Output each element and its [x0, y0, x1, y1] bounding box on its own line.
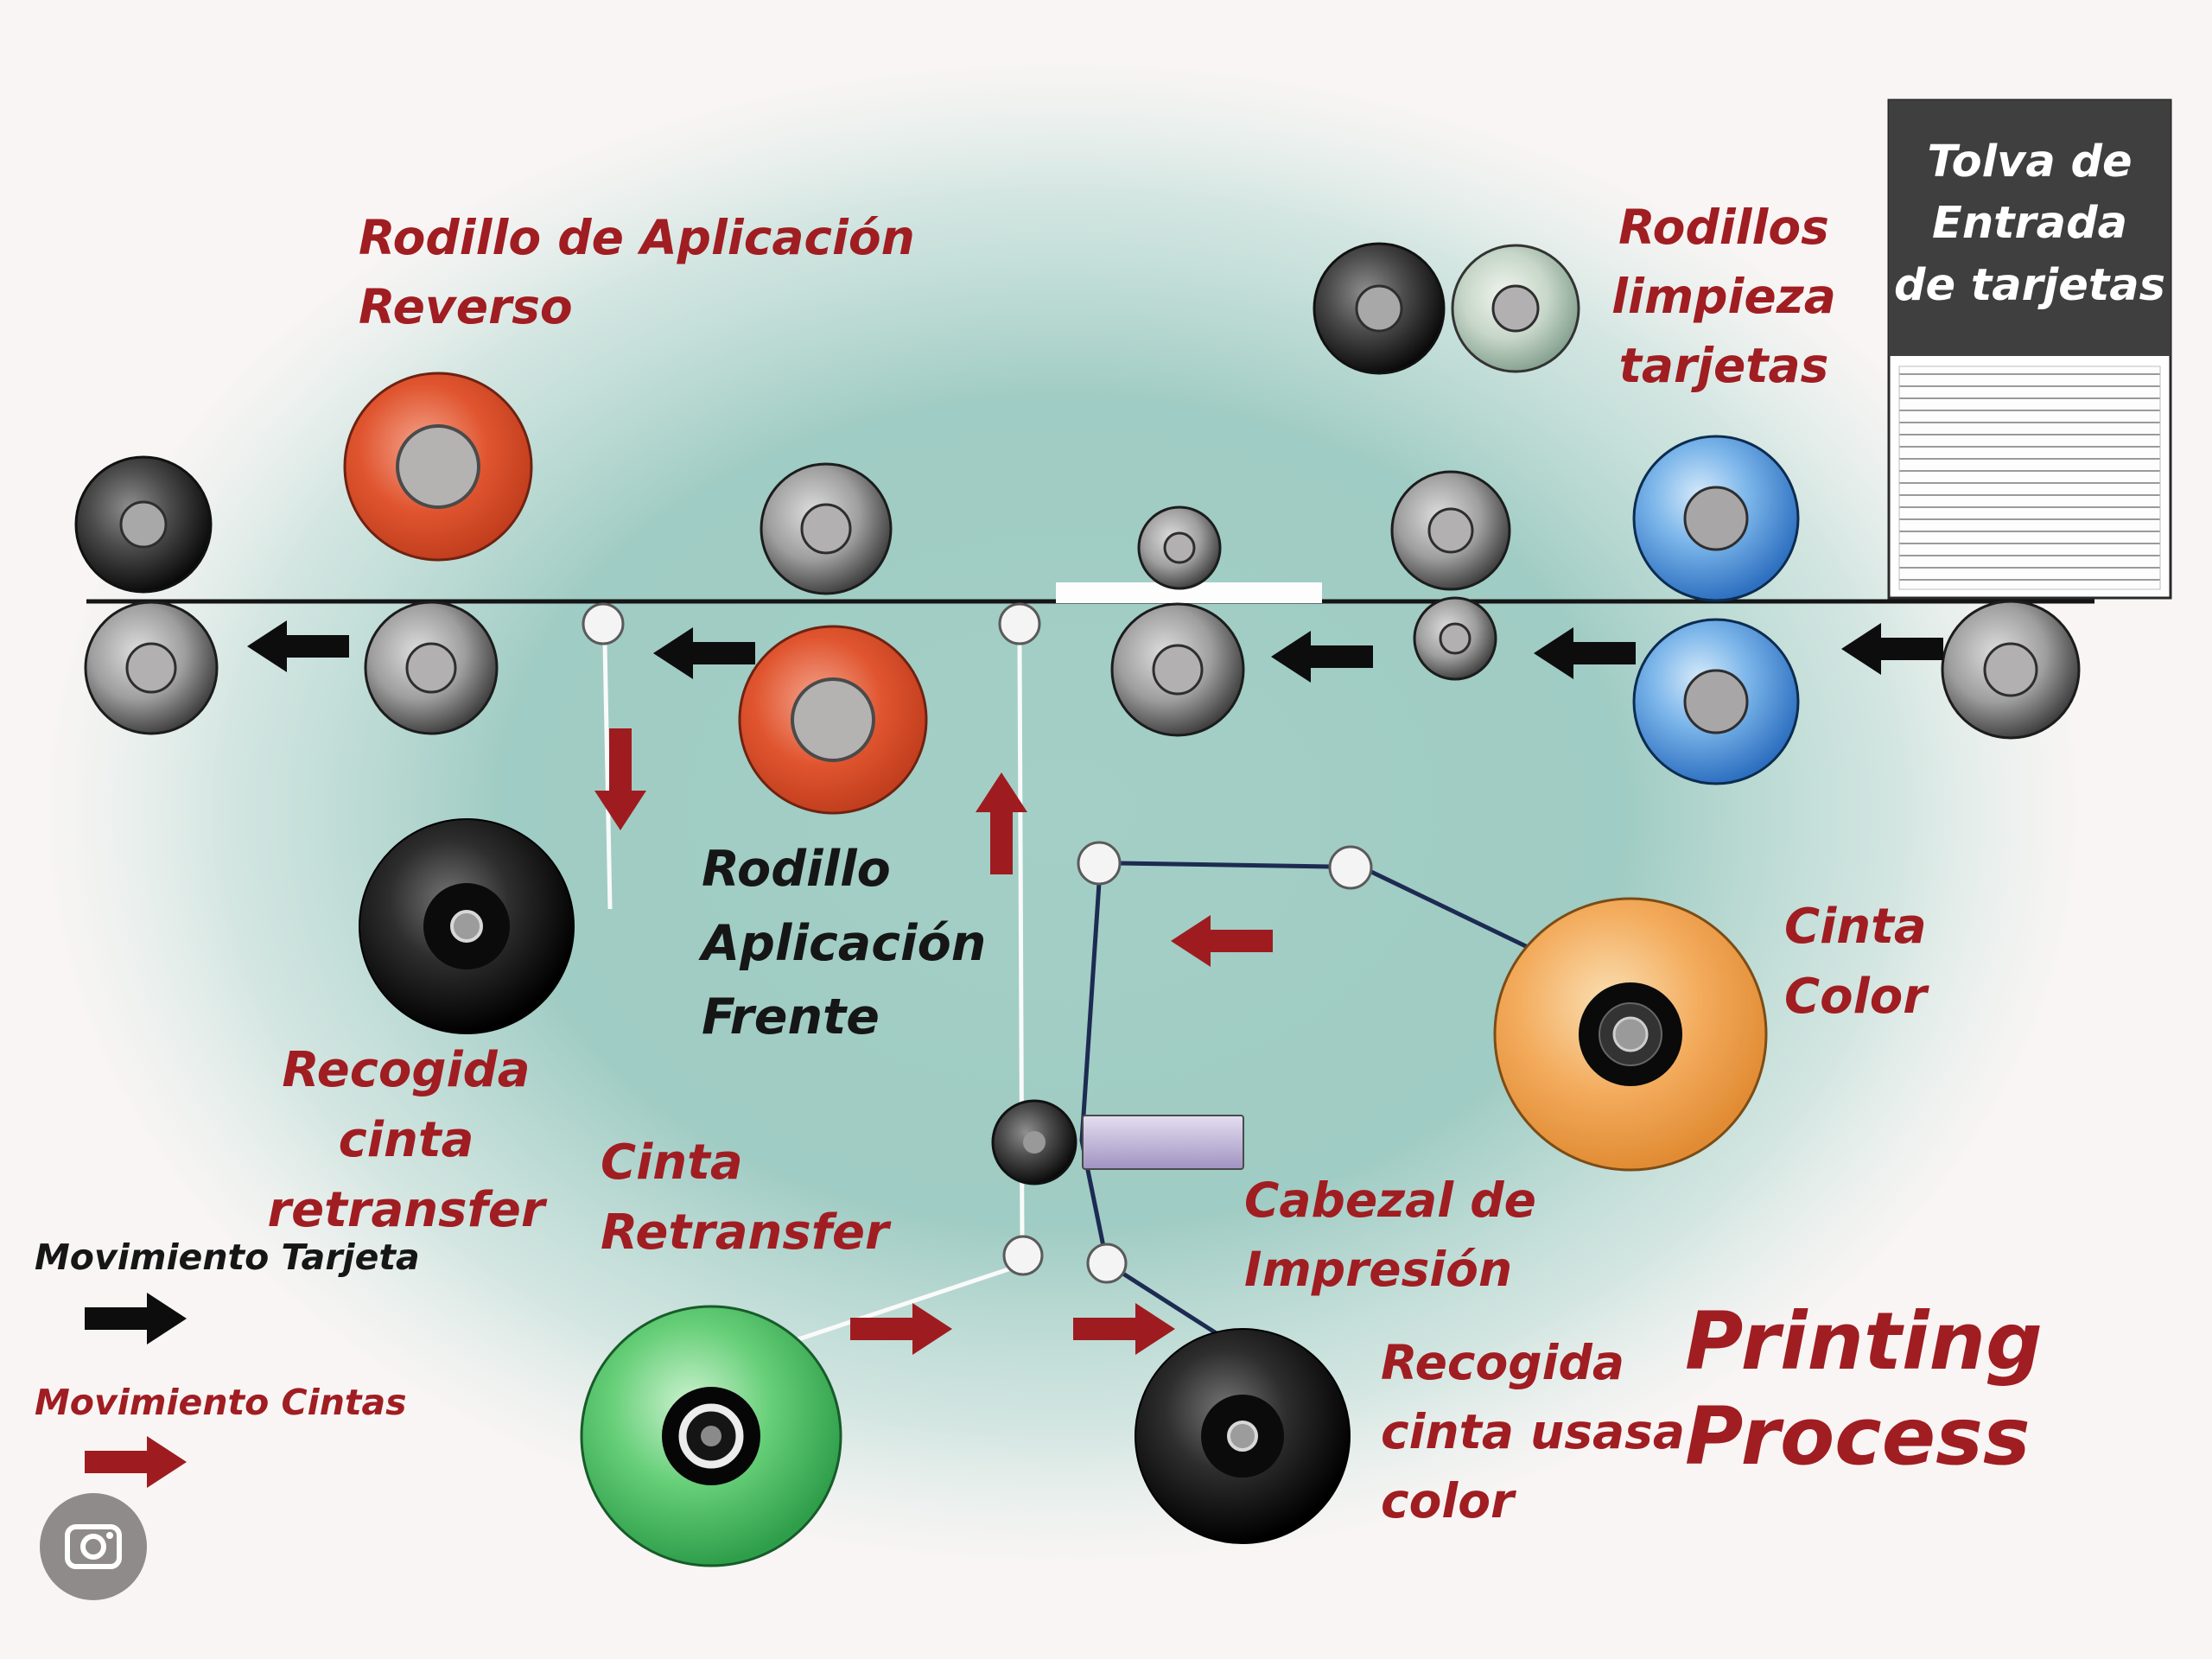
cleaning-roller-top [1632, 435, 1800, 602]
label-recogida-retransfer: Recogida cinta retransfer [267, 1042, 545, 1239]
label-rodillo-reverso: Rodillo de Aplicación Reverso [359, 210, 915, 334]
label-rodillos-limpieza: Rodillos limpieza tarjetas [1611, 200, 1836, 393]
transport-roller-dark-top [1313, 242, 1446, 375]
lens-icon[interactable] [40, 1493, 147, 1600]
guide-pulley [1077, 841, 1122, 886]
color-ribbon-path [1079, 861, 1533, 1347]
transport-roller [1390, 470, 1511, 591]
transport-roller-light-top [1451, 244, 1580, 373]
hopper-card-stack [1898, 365, 2161, 590]
guide-pulleys [582, 602, 1373, 1284]
transport-roller-right [1941, 600, 2081, 740]
label-recogida-color: Recogida cinta usasa color [1381, 1335, 1686, 1529]
guide-pulley [1328, 845, 1373, 890]
used-color-takeup-spool [1135, 1328, 1351, 1544]
teal-backdrop [43, 60, 2082, 1564]
print-head-roller [991, 1099, 1077, 1185]
transport-roller [1110, 602, 1245, 737]
color-ribbon-spool [1493, 897, 1768, 1172]
legend-card-arrow [85, 1293, 187, 1344]
print-head [1082, 1115, 1244, 1170]
card-input-hopper [1887, 99, 2172, 600]
guide-pulley [582, 602, 625, 645]
transport-roller [364, 601, 499, 735]
retransfer-ribbon-spool [580, 1305, 842, 1567]
transport-roller-small [1413, 596, 1497, 681]
page-title: Printing Process [1685, 1295, 2043, 1484]
transport-roller [760, 462, 893, 595]
cleaning-roller-bottom [1632, 618, 1800, 785]
transport-roller [84, 601, 219, 735]
guide-pulley [1002, 1235, 1044, 1276]
label-rodillo-frente: Rodillo Aplicación Frente [702, 841, 987, 1046]
legend-ribbons-label: Movimiento Cintas [35, 1382, 407, 1423]
hopper-label: Tolva de Entrada de tarjetas [1893, 137, 2166, 311]
guide-pulley [998, 602, 1041, 645]
label-cinta-color: Cinta Color [1784, 899, 1927, 1026]
transport-roller-dark-top-left [74, 455, 213, 594]
front-application-roller [738, 625, 928, 815]
legend-card-label: Movimiento Tarjeta [35, 1236, 420, 1278]
label-cabezal: Cabezal de Impresión [1244, 1173, 1536, 1297]
retransfer-takeup-spool [359, 818, 575, 1034]
label-cinta-retransfer: Cinta Retransfer [601, 1135, 889, 1262]
guide-pulley [1086, 1243, 1128, 1284]
legend-ribbon-arrow [85, 1436, 187, 1488]
reverse-application-roller [343, 372, 533, 562]
transport-roller-small [1137, 505, 1222, 590]
